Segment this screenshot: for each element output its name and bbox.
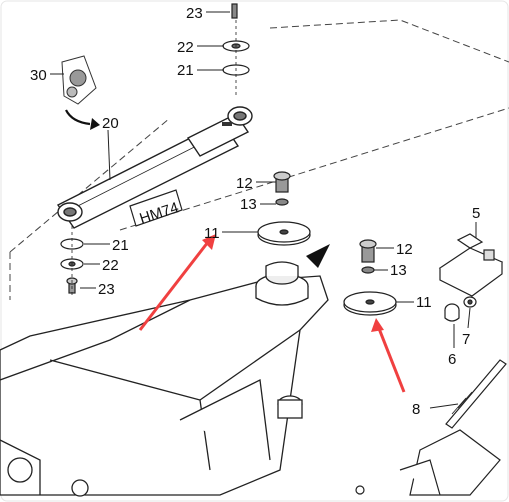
curved-black-arrow: [65, 109, 91, 126]
label-11-right: 11: [416, 294, 432, 311]
black-pointer-triangle: [306, 244, 330, 268]
label-21-bottom: 21: [112, 237, 129, 254]
label-20: 20: [102, 115, 119, 132]
curved-arrow-head: [90, 118, 100, 130]
dashed-panel-outline: [9, 19, 509, 300]
machine-frame: [0, 261, 329, 497]
red-arrows: [138, 234, 406, 393]
hydraulic-cylinder: [56, 106, 253, 229]
detail-thumbnail: [61, 55, 97, 105]
label-12-left: 12: [236, 175, 253, 192]
label-22-bottom: 22: [102, 257, 119, 274]
red-arrow-left: [138, 241, 210, 331]
label-22-top: 22: [177, 39, 194, 56]
label-8: 8: [412, 401, 420, 418]
label-12-right: 12: [396, 241, 413, 258]
right-mount-stack: [343, 239, 397, 316]
threaded-rod-assembly: [355, 359, 507, 496]
label-21-top: 21: [177, 62, 194, 79]
label-30: 30: [30, 67, 47, 84]
bottom-pin-stack: [60, 226, 84, 298]
leader-lines: [50, 11, 477, 409]
part-labels: 23 22 21 30 20 21 22 23 12 13 11 12 13 1…: [30, 5, 480, 418]
red-arrow-right-head: [371, 318, 384, 332]
red-arrow-right: [376, 325, 406, 393]
label-23-top: 23: [186, 5, 203, 22]
label-23-bottom: 23: [98, 281, 115, 298]
label-11-left: 11: [204, 225, 220, 242]
label-6: 6: [448, 351, 456, 368]
label-7: 7: [462, 331, 470, 348]
bracket-part: [438, 233, 504, 297]
red-arrow-left-head: [202, 234, 216, 250]
washer-and-nut: [444, 296, 477, 322]
label-5: 5: [472, 205, 480, 222]
label-13-left: 13: [240, 196, 257, 213]
label-13-right: 13: [390, 262, 407, 279]
